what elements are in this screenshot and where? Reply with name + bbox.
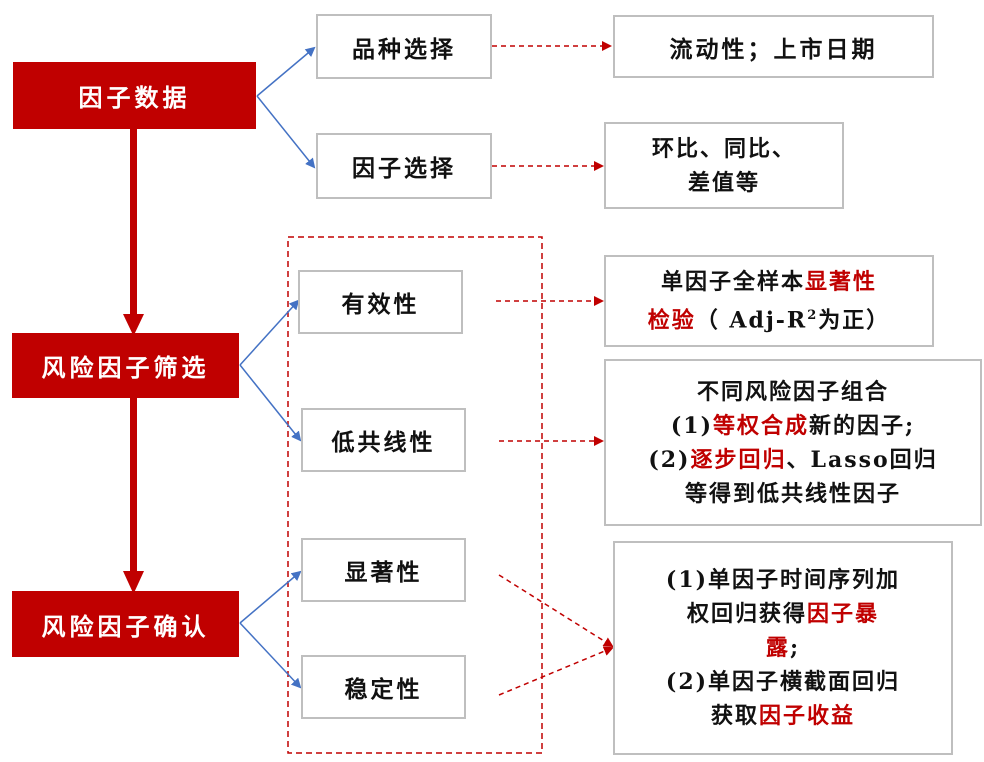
step-low-collinearity: 低共线性 [301,408,466,472]
desc-text: ; [789,635,801,661]
desc-line: 等得到低共线性因子 [684,480,901,507]
desc-text: 为正） [818,307,891,334]
desc-validity: 单因子全样本显著性 检验（ Adj-R2为正） [604,255,934,347]
main-flow-arrow [123,398,144,594]
dashed-group-frame [287,236,543,754]
desc-line: (1)单因子时间序列加 [665,567,901,593]
desc-text: 新的因子; [809,412,916,439]
desc-line: 露; [615,631,951,665]
desc-text: 、Lasso回归 [786,446,938,473]
branch-arrow [256,46,316,97]
stage-factor-data: 因子数据 [13,62,256,129]
desc-highlight: 因子收益 [759,703,856,729]
desc-text: (1) [670,412,713,439]
main-flow-arrow [123,129,144,336]
desc-line: (1)等权合成新的因子; [606,409,980,443]
stage-risk-factor-confirmation: 风险因子确认 [12,591,239,657]
desc-text: 单因子全样本 [660,268,805,295]
desc-line: (2)逐步回归、Lasso回归 [606,443,980,477]
step-factor-selection: 因子选择 [316,133,492,199]
desc-line: 不同风险因子组合 [696,378,889,405]
desc-line: (2)单因子横截面回归 [665,669,901,695]
desc-highlight: 露 [765,635,790,661]
desc-text: （ Adj-R [695,307,808,334]
desc-factor: 环比、同比、 差值等 [604,122,844,209]
desc-text: (2) [648,446,691,473]
detail-arrow [498,646,614,696]
step-variety-selection: 品种选择 [316,14,492,79]
branch-arrow [239,364,302,442]
desc-line: 环比、同比、 [651,135,796,162]
desc-highlight: 因子暴 [807,601,880,627]
desc-line: 权回归获得因子暴 [615,597,951,631]
desc-line: 单因子全样本显著性 [606,265,932,299]
step-significance: 显著性 [301,538,466,602]
stage-risk-factor-screening: 风险因子筛选 [12,333,239,398]
detail-arrow [498,574,614,648]
desc-line: 获取因子收益 [615,699,951,733]
branch-arrow [239,622,302,689]
desc-highlight: 检验 [647,307,696,334]
step-validity: 有效性 [298,270,463,334]
desc-confirm: (1)单因子时间序列加 权回归获得因子暴 露; (2)单因子横截面回归 获取因子… [613,541,953,755]
branch-arrow [256,95,316,169]
desc-collinearity: 不同风险因子组合 (1)等权合成新的因子; (2)逐步回归、Lasso回归 等得… [604,359,982,526]
desc-text: 获取 [710,703,759,729]
desc-line: 检验（ Adj-R2为正） [606,299,932,337]
desc-text: 权回归获得 [686,601,807,627]
branch-arrow [239,570,302,624]
superscript: 2 [807,307,819,323]
desc-line: 差值等 [687,169,760,196]
step-stability: 稳定性 [301,655,466,719]
desc-highlight: 逐步回归 [690,446,787,473]
desc-variety: 流动性；上市日期 [613,15,934,78]
desc-highlight: 显著性 [805,268,878,295]
branch-arrow [239,299,300,366]
desc-highlight: 等权合成 [713,412,810,439]
